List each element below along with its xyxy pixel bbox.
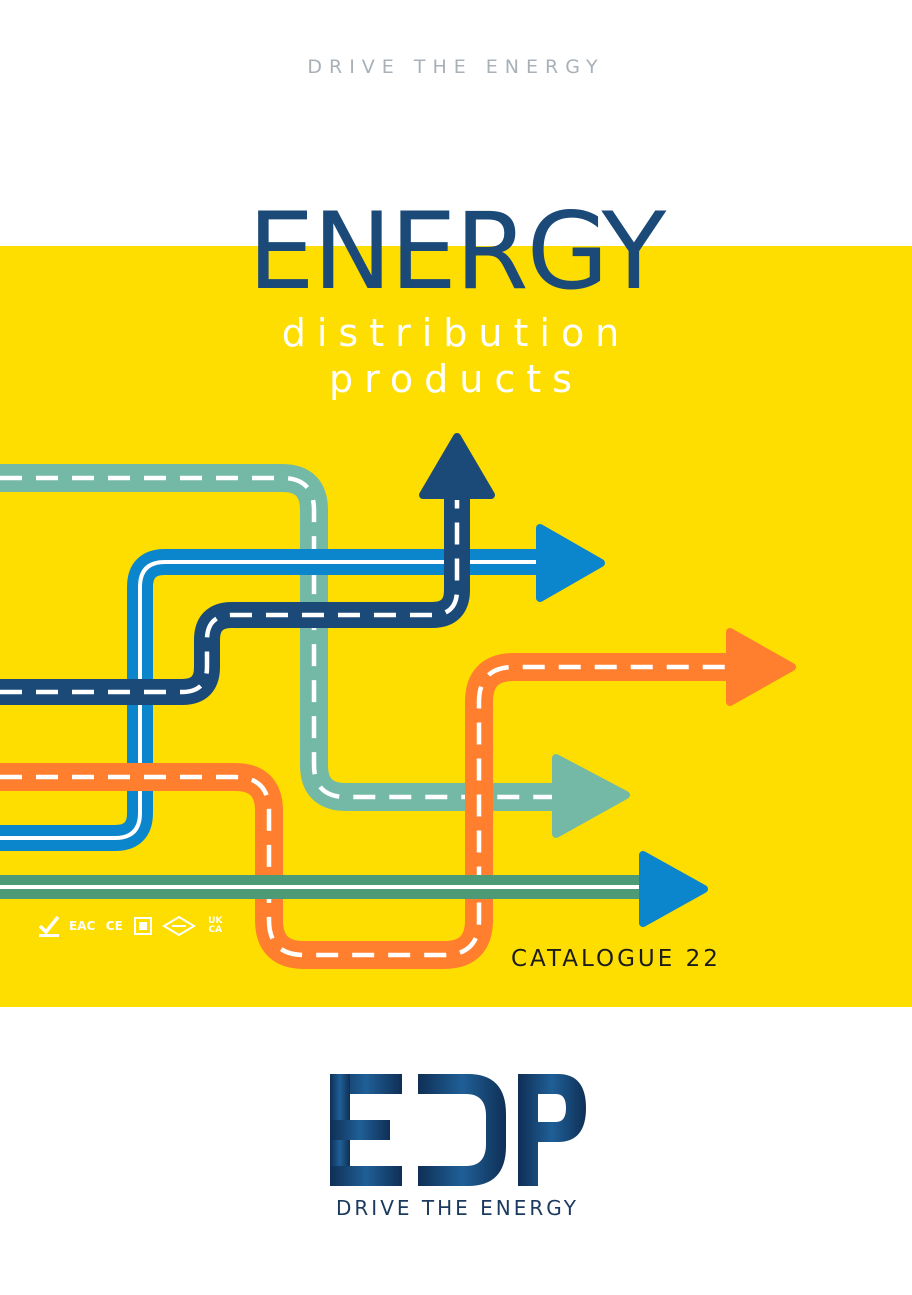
certification-marks: EAC CE UK CA <box>38 914 225 938</box>
edp-logo <box>330 1074 586 1186</box>
navy-road <box>0 433 495 705</box>
orange-road <box>0 628 796 969</box>
teal-road <box>0 464 630 838</box>
ul-mark-icon <box>133 914 153 938</box>
cover-subtitle-line2: products <box>329 357 583 401</box>
ukca-mark: UK CA <box>205 914 225 938</box>
catalogue-label: CATALOGUE 22 <box>511 946 721 972</box>
ukca-mark-bottom: CA <box>208 925 223 935</box>
quality-check-icon <box>38 914 60 938</box>
cover-title: ENERGY <box>247 190 667 313</box>
ce-mark: CE <box>105 919 123 933</box>
tse-diamond-icon <box>162 914 197 938</box>
logo-tagline: DRIVE THE ENERGY <box>336 1196 579 1220</box>
eac-mark: EAC <box>69 919 96 933</box>
ukca-mark-top: UK <box>208 916 223 926</box>
cover-subtitle-line1: distribution <box>281 311 631 355</box>
green-road <box>0 851 708 927</box>
top-tagline: DRIVE THE ENERGY <box>307 56 605 78</box>
